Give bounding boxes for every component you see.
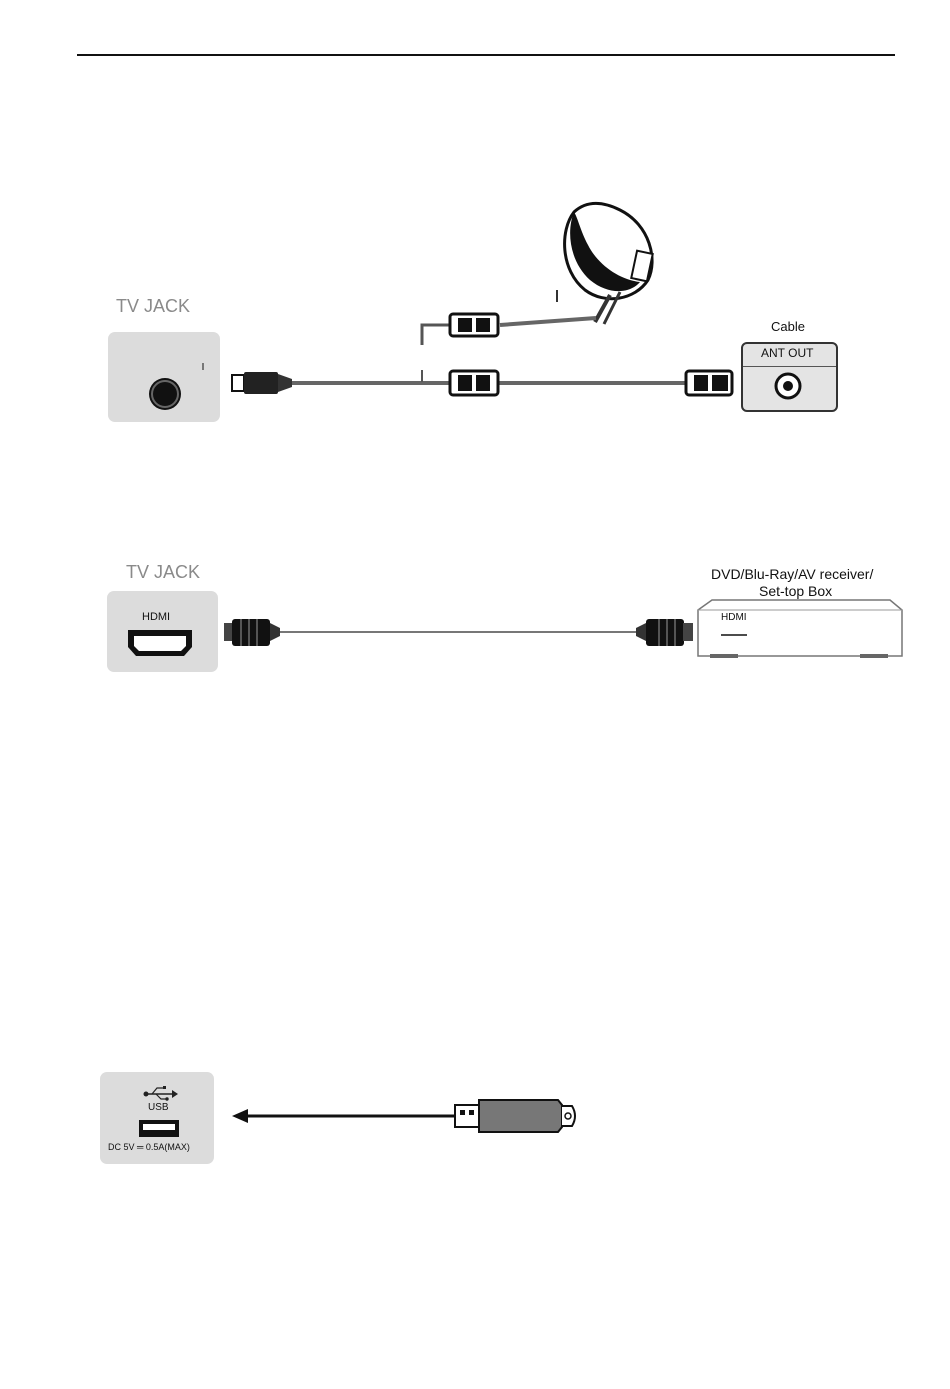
usb-label: USB xyxy=(148,1102,169,1113)
device-label-line1: DVD/Blu-Ray/AV receiver/ xyxy=(711,566,873,582)
usb-insert-arrow xyxy=(232,1109,456,1123)
usb-port xyxy=(139,1120,179,1137)
coax-cable xyxy=(232,370,732,395)
ant-out-socket xyxy=(776,374,800,398)
hdmi-tv-port xyxy=(128,630,192,656)
settop-box-icon xyxy=(698,600,902,658)
usb-flash-drive-icon xyxy=(455,1100,575,1132)
usb-rating-label: DC 5V ═ 0.5A(MAX) xyxy=(108,1142,190,1152)
hdmi-tv-jack-label: TV JACK xyxy=(126,562,200,583)
hdmi-cable xyxy=(224,619,693,646)
tv-antenna-socket xyxy=(149,363,204,410)
device-label-line2: Set-top Box xyxy=(759,583,832,599)
usb-symbol-icon xyxy=(144,1086,179,1101)
device-hdmi-port-label: HDMI xyxy=(721,612,747,623)
tv-hdmi-port-label: HDMI xyxy=(142,611,170,623)
satellite-dish-icon xyxy=(557,203,653,324)
dish-cable xyxy=(422,314,596,345)
